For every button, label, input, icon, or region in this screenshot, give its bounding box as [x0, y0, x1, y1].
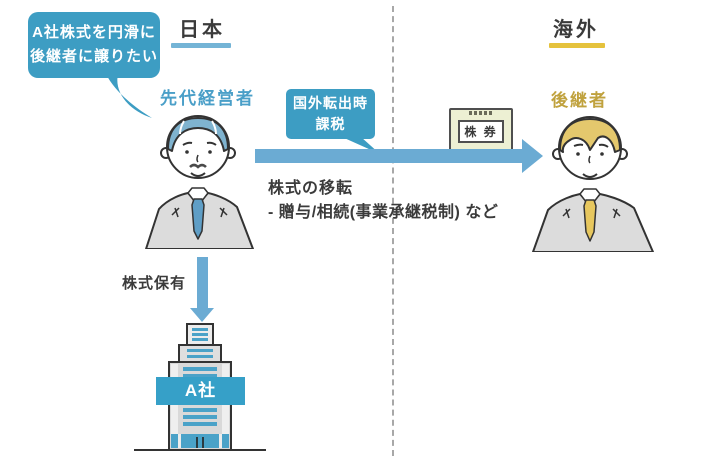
shareholding-arrow-shaft [197, 257, 208, 309]
shareholding-label: 株式保有 [122, 275, 187, 292]
speech-bubble-line1: A社株式を円滑に [32, 24, 156, 41]
transfer-arrow-head [522, 139, 543, 173]
predecessor-label: 先代経営者 [160, 89, 255, 108]
speech-bubble-line2: 後継者に譲りたい [29, 48, 158, 65]
successor-illustration [532, 116, 654, 252]
company-building-icon [134, 323, 266, 451]
transfer-arrow-shaft [255, 149, 522, 163]
region-label-japan: 日本 [179, 19, 225, 41]
speech-bubble: A社株式を円滑に 後継者に譲りたい [28, 12, 160, 78]
speech-bubble-tail [106, 74, 152, 118]
region-label-overseas: 海外 [553, 19, 599, 41]
share-certificate-icon: 株 券 [449, 108, 513, 151]
border-divider-line [392, 6, 394, 456]
japan-underline [171, 43, 231, 48]
overseas-underline [549, 43, 605, 48]
exit-tax-badge: 国外転出時 課税 [286, 89, 375, 139]
predecessor-illustration [145, 115, 254, 249]
certificate-label: 株 券 [458, 119, 504, 143]
exit-tax-line2: 課税 [315, 116, 346, 132]
company-banner: A社 [156, 377, 245, 405]
exit-tax-line1: 国外転出時 [293, 95, 368, 111]
certificate-ornament [469, 111, 493, 115]
successor-label: 後継者 [551, 91, 608, 110]
transfer-detail: - 贈与/相続(事業承継税制) など [268, 204, 499, 221]
shareholding-arrow-head [190, 308, 214, 322]
transfer-title: 株式の移転 [268, 180, 354, 197]
